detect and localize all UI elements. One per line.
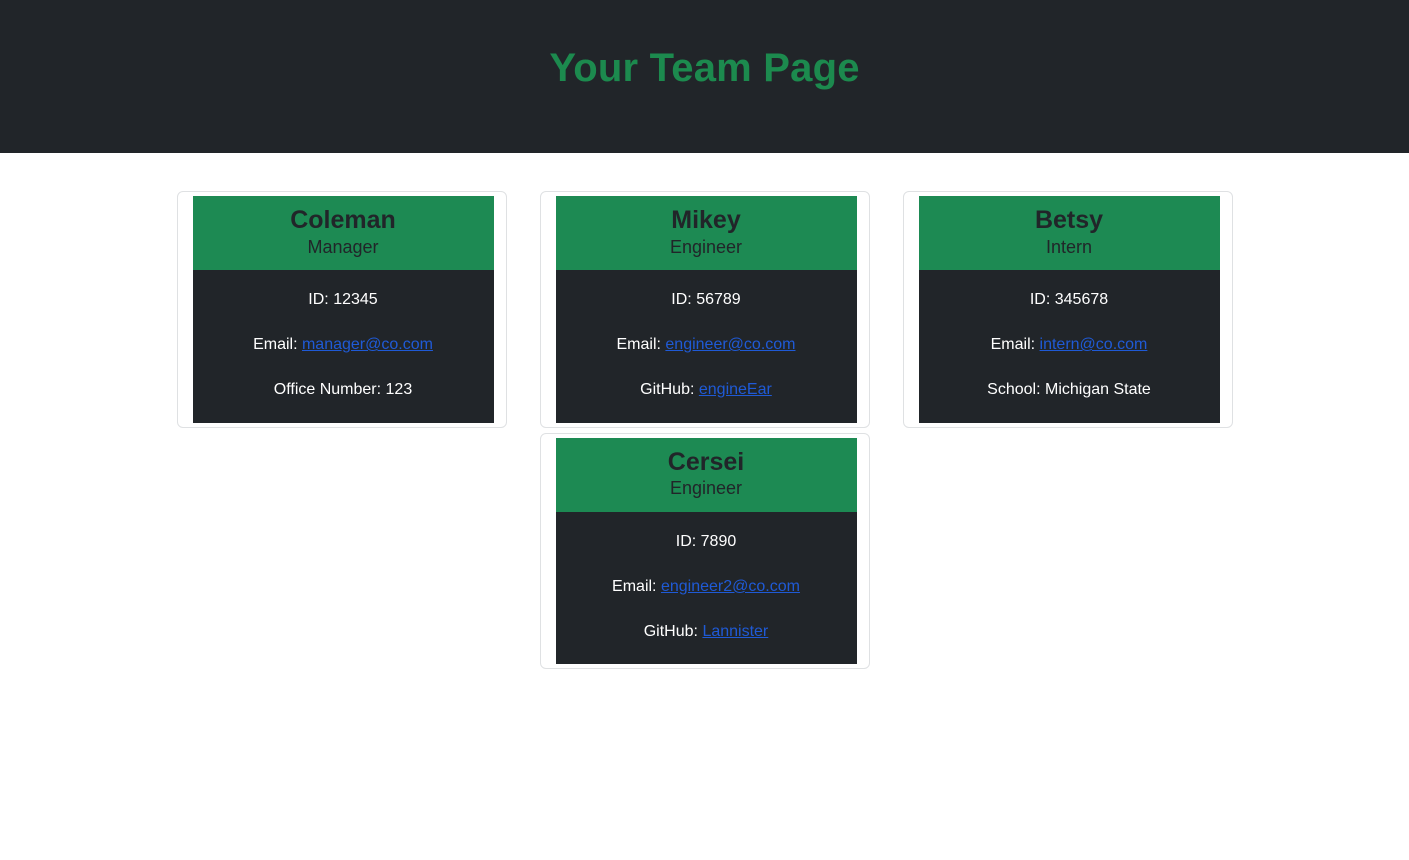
card-member-name: Betsy	[1034, 206, 1104, 234]
card-email-link[interactable]: manager@co.com	[301, 336, 433, 354]
card-header: Cersei Engineer	[555, 437, 857, 513]
card-github-label: GitHub:	[643, 622, 698, 640]
card-email-line: Email: manager@co.com	[201, 335, 486, 356]
card-member-name: Coleman	[290, 206, 396, 234]
card-github-label: GitHub:	[640, 380, 695, 398]
page-navbar: Your Team Page	[0, 0, 1409, 153]
card-email-label: Email:	[612, 577, 657, 595]
card-id-line: ID: 56789	[671, 291, 741, 309]
card-member-role: Engineer	[669, 478, 743, 499]
card-member-role: Intern	[1045, 236, 1093, 257]
team-member-card[interactable]: Betsy Intern ID: 345678 Email: intern@co…	[902, 191, 1233, 428]
card-email-link[interactable]: intern@co.com	[1039, 336, 1148, 354]
card-body: ID: 345678 Email: intern@co.com School: …	[918, 270, 1220, 423]
card-header: Coleman Manager	[192, 196, 494, 271]
card-email-line: Email: engineer2@co.com	[564, 577, 849, 598]
card-body: ID: 7890 Email: engineer2@co.com GitHub:…	[555, 512, 857, 665]
card-row-first: Coleman Manager ID: 12345 Email: manager…	[0, 191, 1409, 428]
card-email-label: Email:	[253, 336, 298, 354]
card-member-name: Mikey	[671, 206, 741, 234]
card-inner: Mikey Engineer ID: 56789 Email: engineer…	[555, 196, 857, 423]
team-cards-container: Coleman Manager ID: 12345 Email: manager…	[0, 191, 1409, 670]
team-member-card[interactable]: Mikey Engineer ID: 56789 Email: engineer…	[539, 191, 870, 428]
card-id-line: ID: 12345	[308, 291, 378, 309]
card-email-line: Email: intern@co.com	[927, 335, 1212, 356]
card-email-line: Email: engineer@co.com	[564, 335, 849, 356]
card-email-link[interactable]: engineer2@co.com	[660, 577, 800, 595]
card-extra-line: GitHub: Lannister	[564, 622, 849, 643]
card-member-name: Cersei	[667, 447, 745, 476]
card-inner: Betsy Intern ID: 345678 Email: intern@co…	[918, 196, 1220, 423]
card-id-line: ID: 345678	[1029, 291, 1109, 309]
card-id-line: ID: 7890	[675, 533, 737, 551]
card-extra-line: GitHub: engineEar	[564, 380, 849, 401]
card-extra-line: Office Number: 123	[273, 380, 413, 398]
card-body: ID: 12345 Email: manager@co.com Office N…	[192, 270, 494, 423]
card-member-role: Engineer	[669, 236, 743, 257]
card-header: Mikey Engineer	[555, 196, 857, 271]
card-header: Betsy Intern	[918, 196, 1220, 271]
card-github-link[interactable]: engineEar	[698, 380, 772, 398]
card-inner: Coleman Manager ID: 12345 Email: manager…	[192, 196, 494, 423]
card-email-label: Email:	[990, 336, 1036, 354]
team-member-card[interactable]: Coleman Manager ID: 12345 Email: manager…	[176, 191, 507, 428]
card-email-link[interactable]: engineer@co.com	[665, 336, 796, 354]
card-email-label: Email:	[616, 336, 661, 354]
card-row-second: Cersei Engineer ID: 7890 Email: engineer…	[0, 432, 1409, 670]
card-inner: Cersei Engineer ID: 7890 Email: engineer…	[555, 437, 857, 665]
page-title: Your Team Page	[549, 45, 860, 90]
team-member-card[interactable]: Cersei Engineer ID: 7890 Email: engineer…	[539, 432, 870, 670]
card-member-role: Manager	[307, 236, 379, 257]
card-body: ID: 56789 Email: engineer@co.com GitHub:…	[555, 270, 857, 423]
card-extra-line: School: Michigan State	[987, 380, 1151, 398]
card-github-link[interactable]: Lannister	[702, 622, 769, 640]
